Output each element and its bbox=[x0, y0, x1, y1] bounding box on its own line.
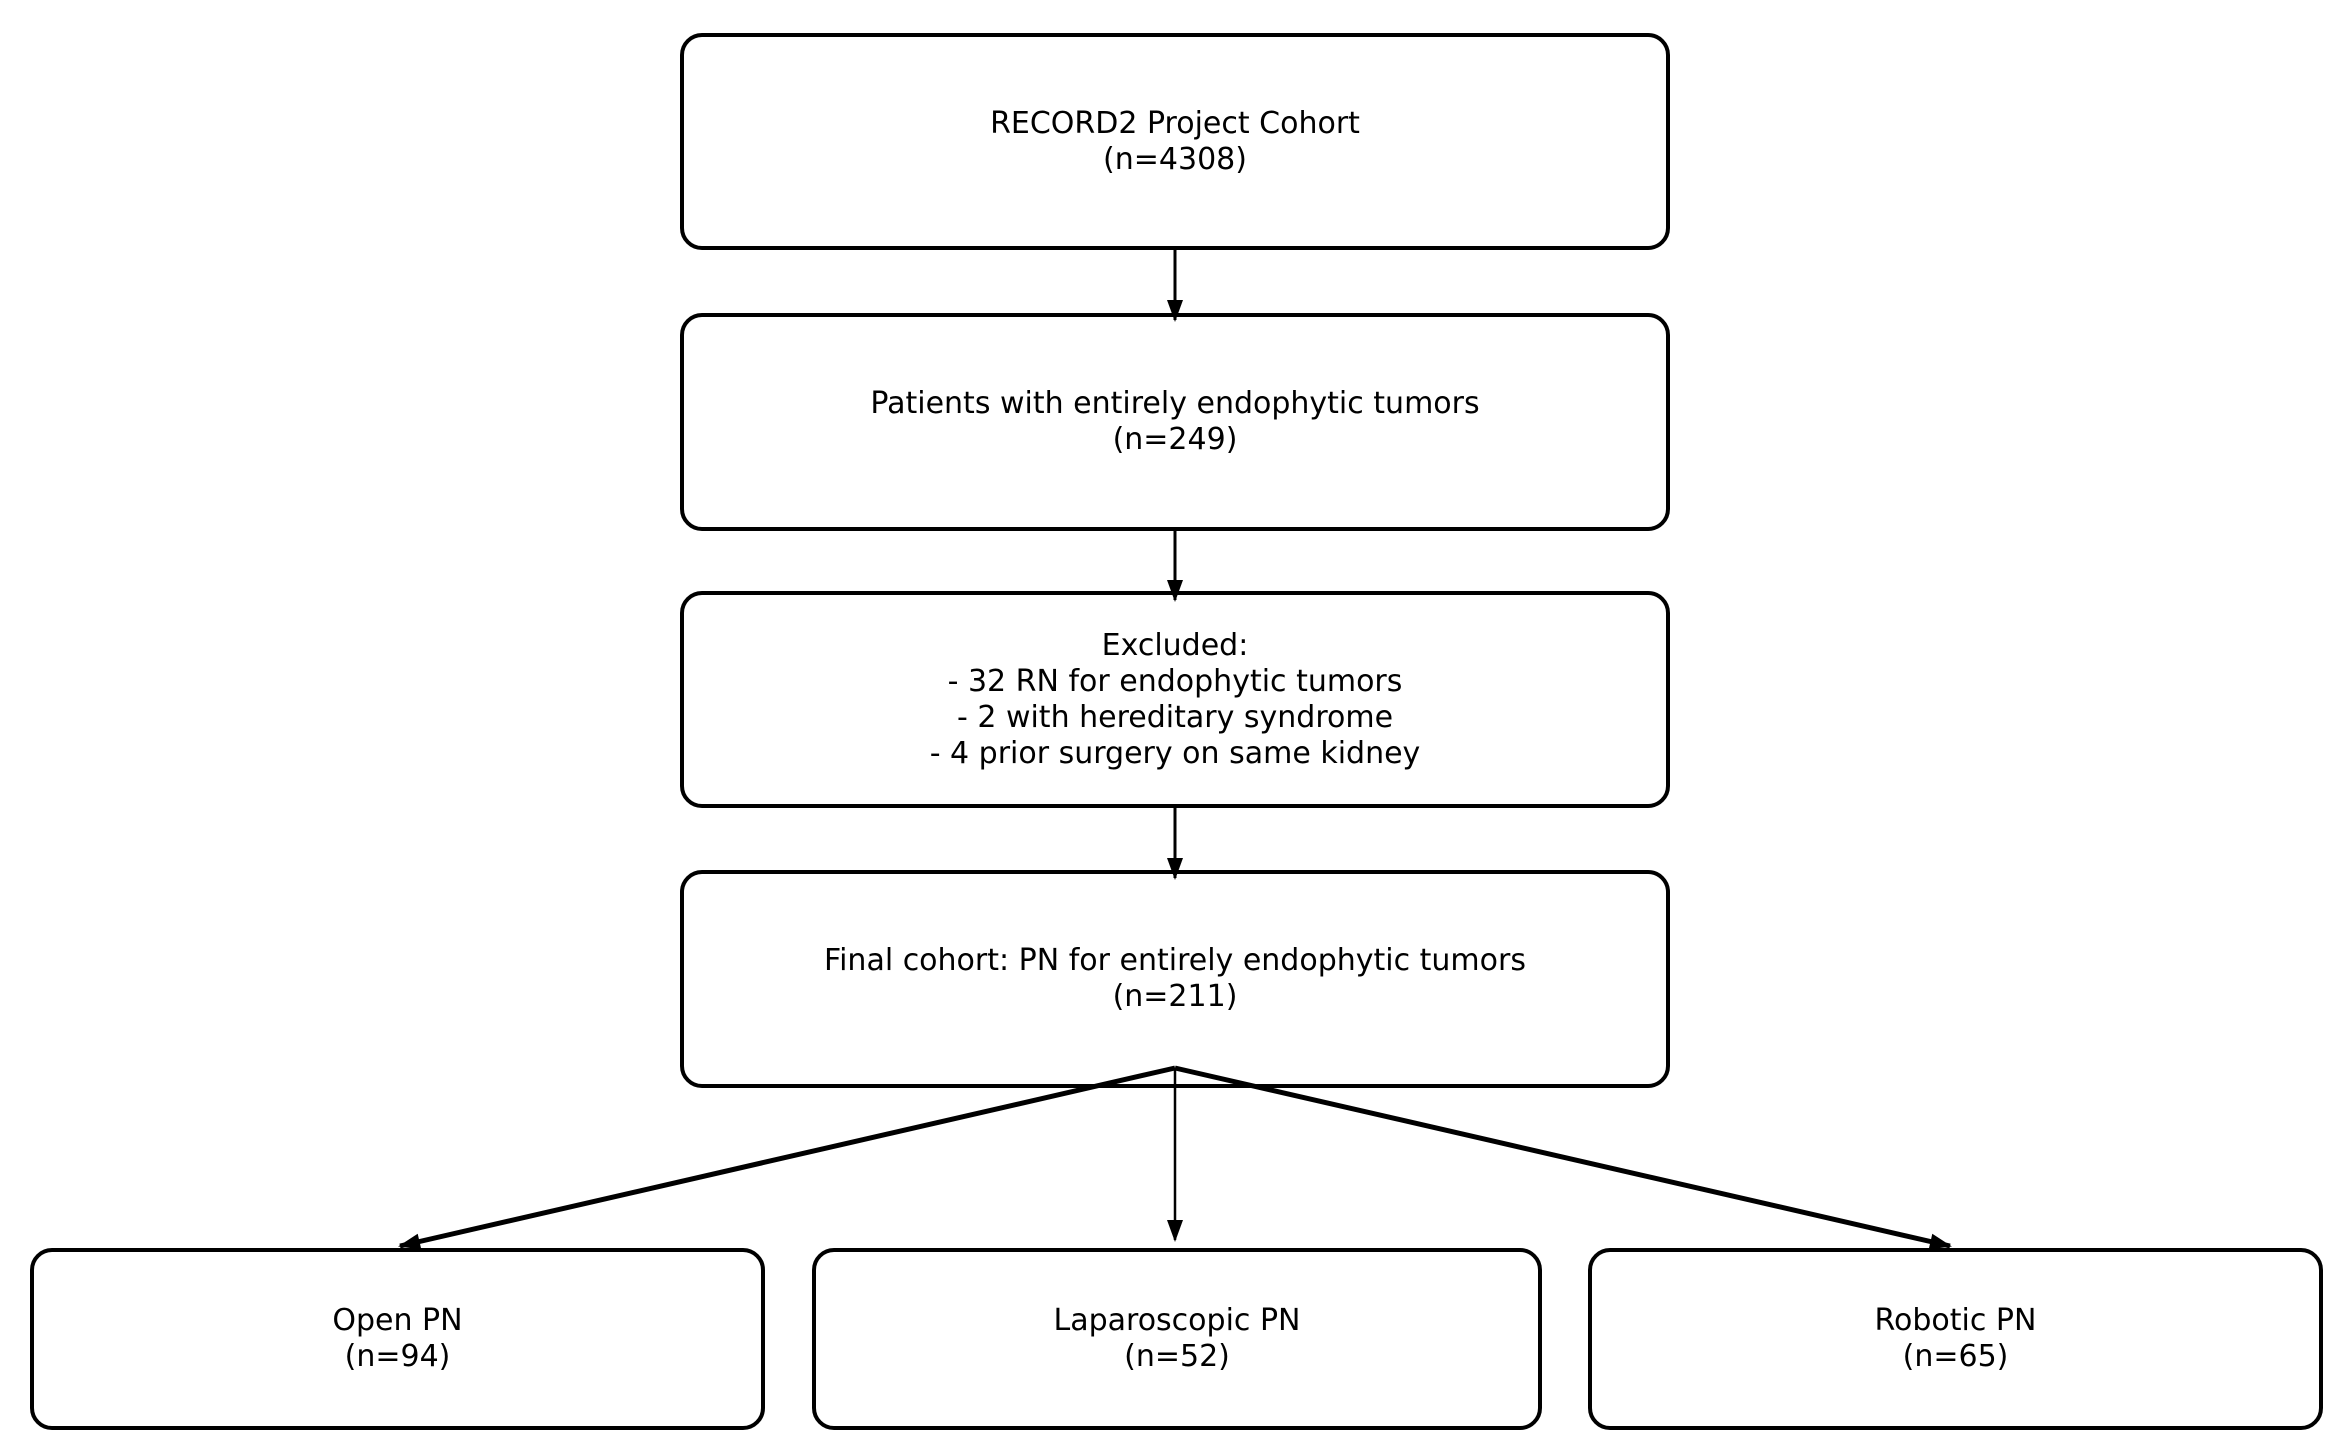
node-count: (n=211) bbox=[1112, 979, 1238, 1014]
node-label: Open PN bbox=[332, 1303, 463, 1338]
node-endophytic-tumors: Patients with entirely endophytic tumors… bbox=[680, 313, 1670, 531]
node-count: (n=65) bbox=[1902, 1339, 2009, 1374]
node-count: (n=94) bbox=[344, 1339, 451, 1374]
arrow-final-to-open bbox=[398, 1065, 1176, 1250]
excluded-item: - 32 RN for endophytic tumors bbox=[947, 663, 1403, 699]
node-label: Robotic PN bbox=[1874, 1303, 2037, 1338]
node-label: Final cohort: PN for entirely endophytic… bbox=[824, 943, 1526, 978]
node-record2-cohort: RECORD2 Project Cohort (n=4308) bbox=[680, 33, 1670, 250]
node-excluded: Excluded: - 32 RN for endophytic tumors … bbox=[680, 591, 1670, 808]
node-label: Laparoscopic PN bbox=[1053, 1303, 1301, 1338]
node-label: Excluded: bbox=[1101, 627, 1249, 663]
node-open-pn: Open PN (n=94) bbox=[30, 1248, 765, 1430]
node-final-cohort: Final cohort: PN for entirely endophytic… bbox=[680, 870, 1670, 1088]
node-count: (n=4308) bbox=[1103, 141, 1247, 177]
node-count: (n=249) bbox=[1112, 422, 1238, 457]
node-label: Patients with entirely endophytic tumors bbox=[870, 386, 1480, 421]
excluded-item: - 4 prior surgery on same kidney bbox=[929, 735, 1421, 771]
excluded-item: - 2 with hereditary syndrome bbox=[956, 699, 1394, 735]
node-robotic-pn: Robotic PN (n=65) bbox=[1588, 1248, 2323, 1430]
node-label: RECORD2 Project Cohort bbox=[990, 105, 1360, 141]
node-laparoscopic-pn: Laparoscopic PN (n=52) bbox=[812, 1248, 1542, 1430]
arrow-final-to-robotic bbox=[1174, 1065, 1952, 1250]
node-count: (n=52) bbox=[1124, 1339, 1230, 1374]
